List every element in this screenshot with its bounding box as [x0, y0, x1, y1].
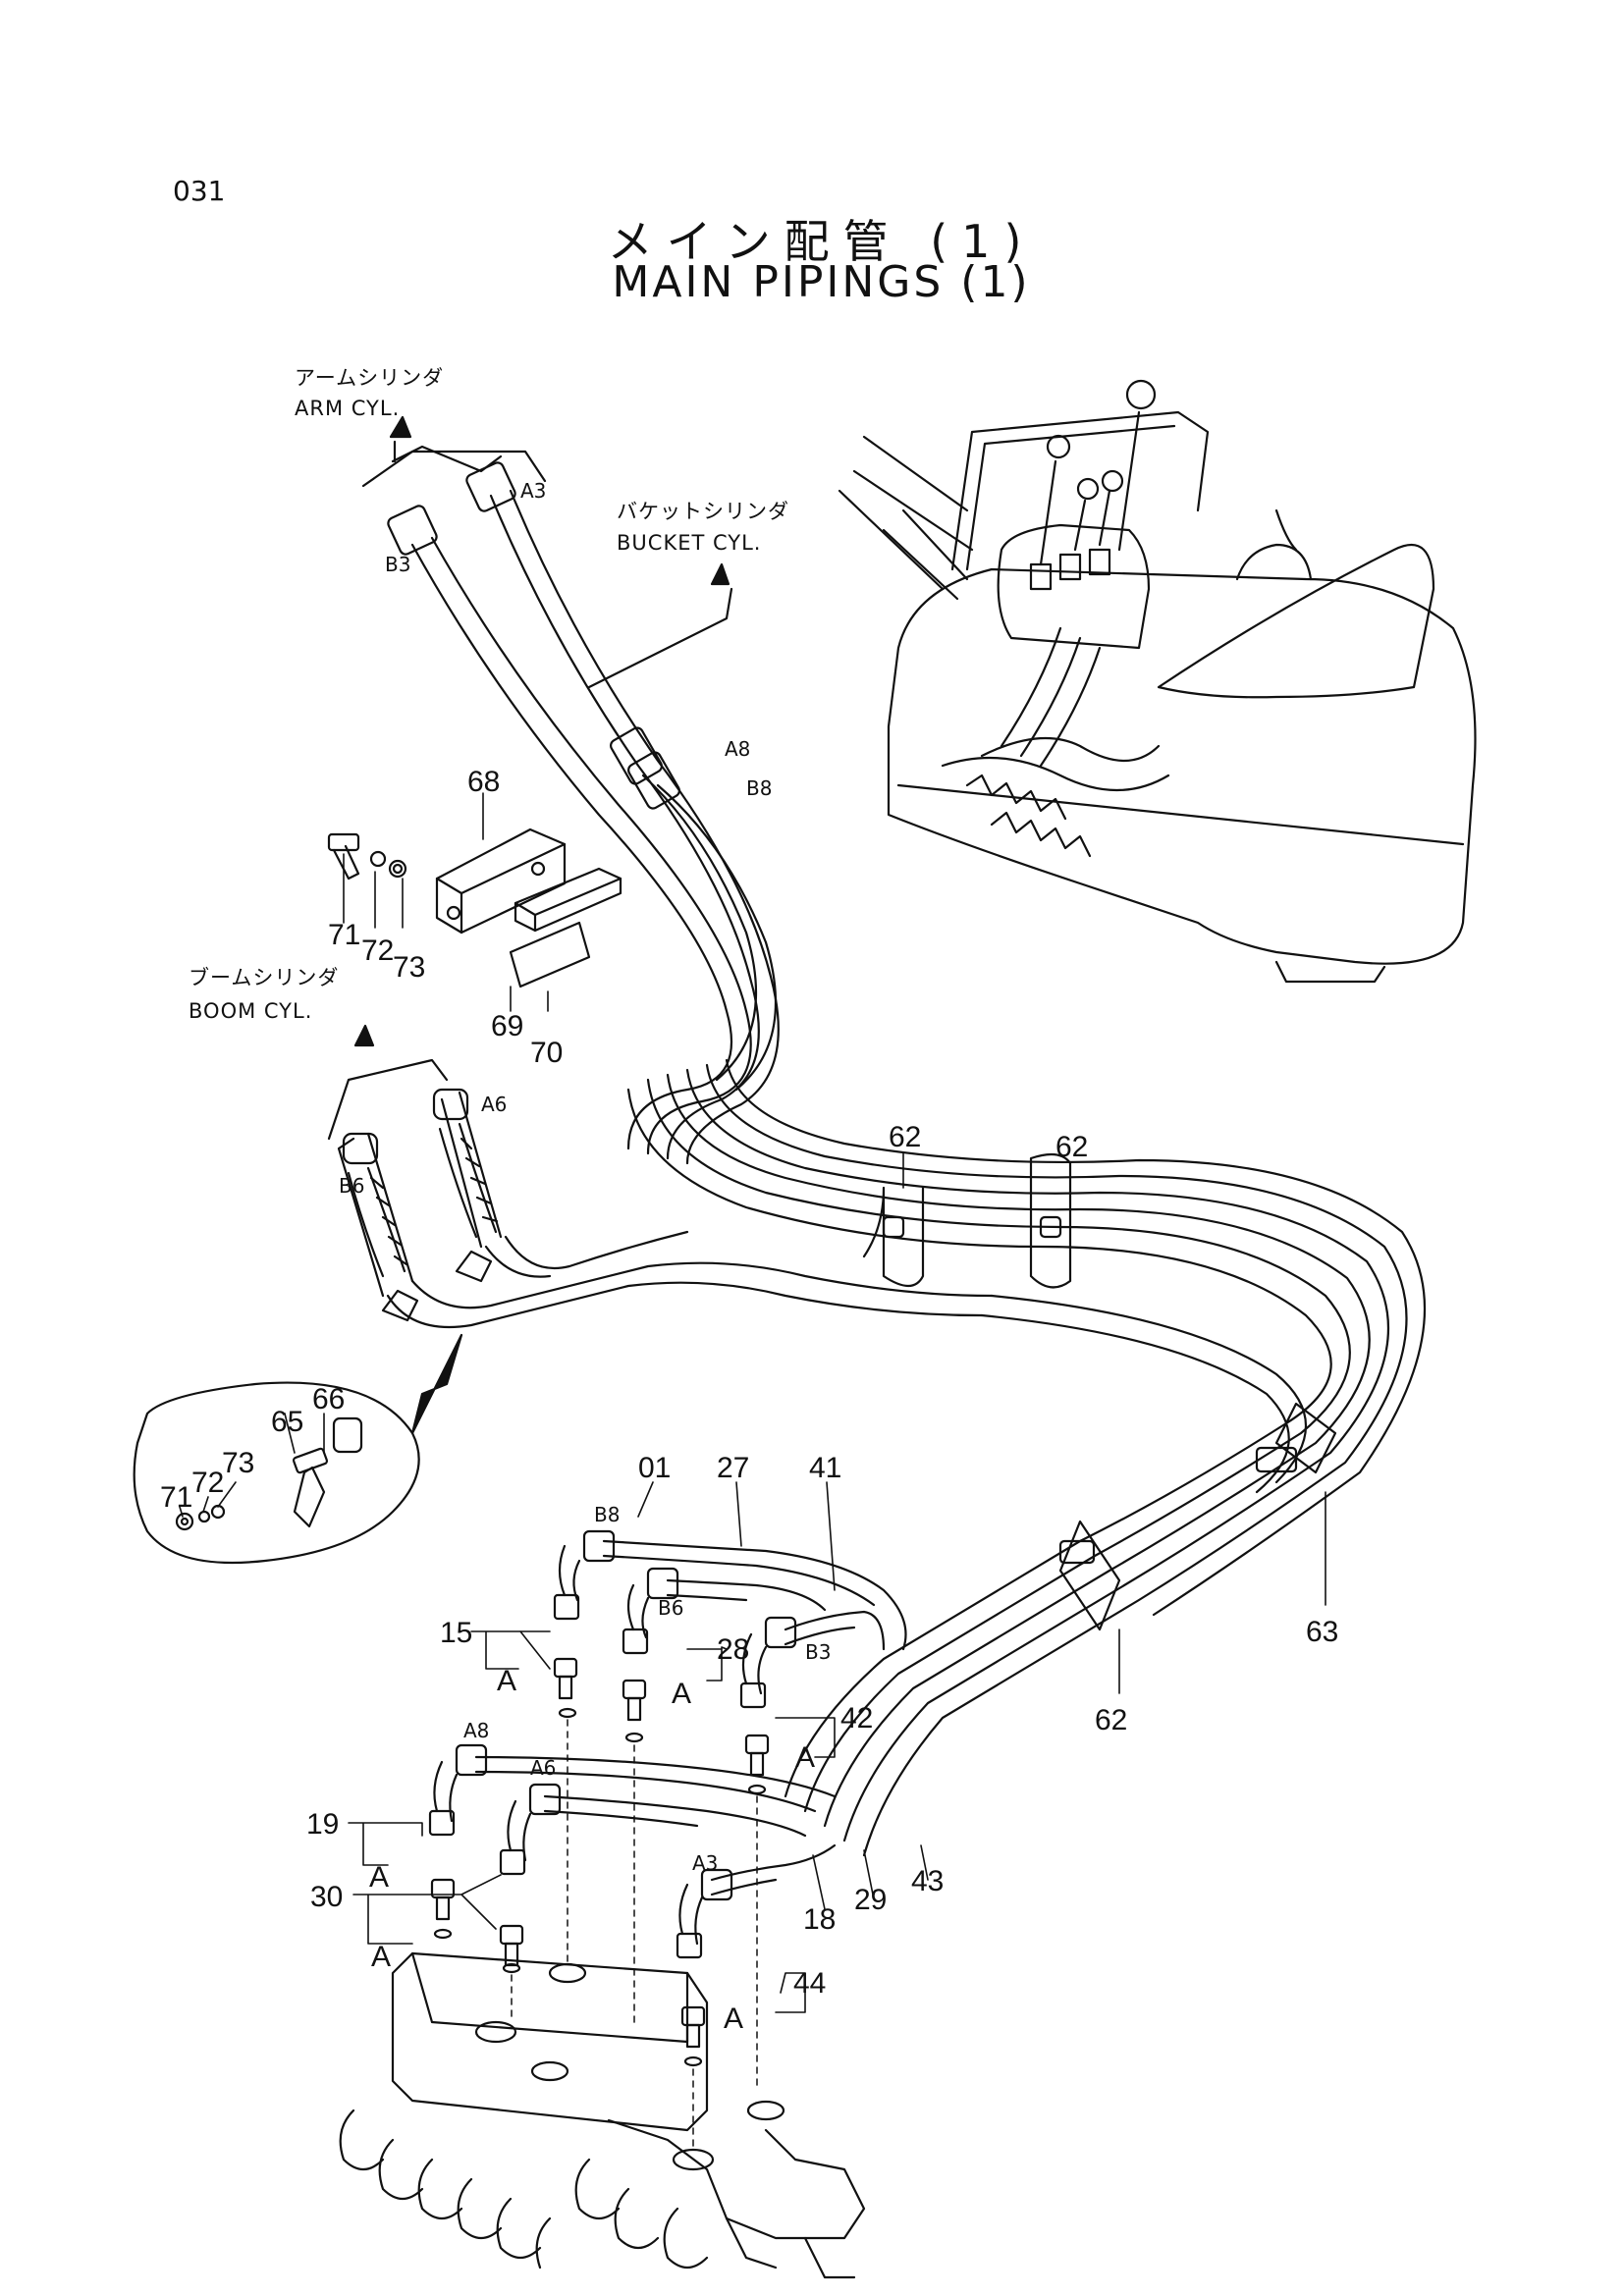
control-valve-drawing	[339, 1951, 866, 2279]
port-tag: B8	[746, 776, 772, 800]
port-tag: B8	[594, 1503, 620, 1526]
bracket-parts-drawing	[327, 828, 622, 988]
port-tag: B3	[805, 1640, 831, 1664]
part-callout: 18	[803, 1903, 836, 1936]
part-callout: 62	[1095, 1704, 1127, 1736]
port-tag: A8	[463, 1719, 489, 1742]
part-callout: 62	[1055, 1131, 1088, 1163]
part-callout: 41	[809, 1452, 841, 1484]
part-callout: 30	[310, 1881, 343, 1913]
page-number: 031	[173, 175, 226, 207]
group-tag: A	[497, 1665, 516, 1697]
port-tag: A8	[725, 737, 750, 761]
part-callout: 71	[160, 1481, 192, 1514]
bucket-arrow-icon	[710, 562, 730, 586]
bucket-cylinder-label: BUCKET CYL.	[617, 531, 761, 555]
arm-cylinder-label: ARM CYL.	[295, 397, 400, 420]
leader-lines	[179, 792, 1326, 2013]
arm-leader-bracket	[361, 450, 547, 488]
group-tag: A	[672, 1678, 691, 1710]
part-callout: 15	[440, 1617, 472, 1649]
detail-callout-circle	[133, 1333, 463, 1565]
part-callout: 68	[467, 766, 500, 798]
port-tag: B3	[385, 553, 410, 576]
part-callout: 27	[717, 1452, 749, 1484]
arm-cylinder-label-jp: アームシリンダ	[295, 366, 444, 390]
lower-hoses	[428, 1529, 907, 2151]
part-callout: 65	[271, 1406, 303, 1438]
boom-hoses	[337, 1088, 994, 1329]
part-callout: 66	[312, 1383, 345, 1415]
group-tag: A	[371, 1941, 391, 1973]
part-callout: 01	[638, 1452, 671, 1484]
port-tag: A3	[692, 1851, 718, 1875]
part-callout: 73	[393, 951, 425, 984]
port-tag: A6	[481, 1093, 507, 1116]
part-callout: 43	[911, 1865, 944, 1897]
group-tag: A	[724, 2002, 743, 2035]
boom-arrow-icon	[353, 1024, 375, 1047]
group-tag: A	[369, 1861, 389, 1894]
part-callout: 63	[1306, 1616, 1338, 1648]
group-tag: A	[795, 1741, 815, 1774]
part-callout: 19	[306, 1808, 339, 1841]
page-title-japanese: メイン配管 (1)	[607, 215, 1036, 268]
part-callout: 73	[222, 1447, 254, 1479]
page-title: MAIN PIPINGS (1)	[612, 257, 1031, 307]
part-callout: 72	[361, 934, 394, 967]
boom-cylinder-label: BOOM CYL.	[189, 999, 312, 1023]
boom-cylinder-label-jp: ブームシリンダ	[189, 966, 339, 989]
part-callout: 29	[854, 1884, 887, 1916]
arm-arrow-icon	[389, 415, 412, 439]
part-callout: 44	[793, 1967, 826, 2000]
port-tag: B6	[339, 1174, 364, 1198]
part-callout: 71	[328, 919, 360, 951]
port-tag: A6	[530, 1756, 556, 1780]
port-tag: B6	[658, 1596, 683, 1620]
part-callout: 62	[889, 1121, 921, 1153]
bucket-leader-bracket	[587, 587, 733, 689]
part-callout: 70	[530, 1037, 563, 1069]
part-callout: 69	[491, 1010, 523, 1042]
main-hose-bundle	[626, 1058, 1427, 1857]
port-tag: A3	[520, 479, 546, 503]
excavator-body-drawing	[838, 379, 1477, 984]
boom-leader-bracket	[327, 1058, 449, 1141]
arm-bucket-hoses	[387, 445, 780, 1165]
bucket-cylinder-label-jp: バケットシリンダ	[617, 500, 789, 523]
part-callout: 28	[717, 1633, 749, 1666]
part-callout: 72	[191, 1467, 224, 1499]
part-callout: 42	[840, 1702, 873, 1735]
